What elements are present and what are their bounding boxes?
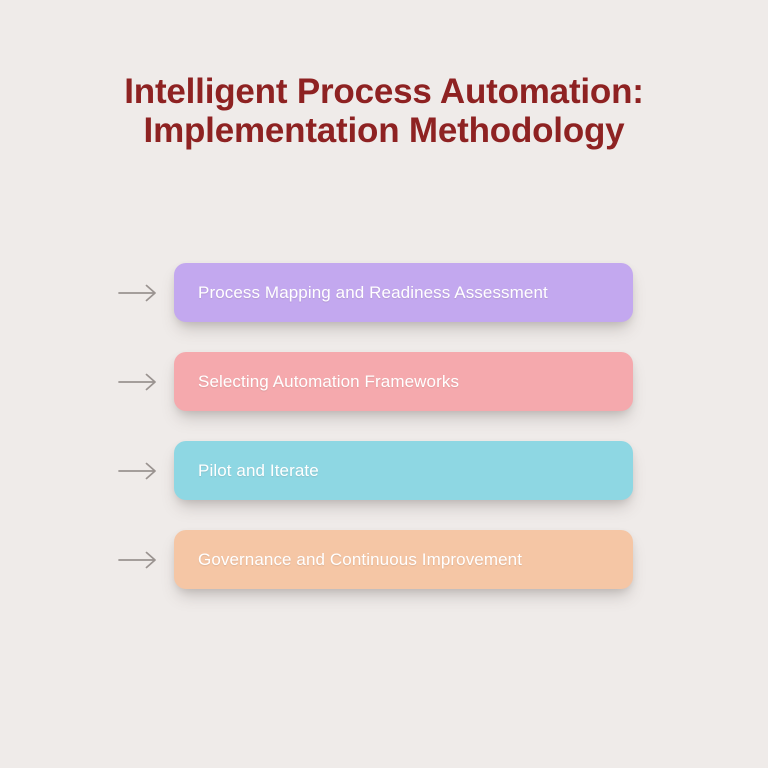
page-title-line-2: Implementation Methodology — [143, 111, 625, 150]
list-item[interactable]: Pilot and Iterate — [0, 441, 768, 500]
step-label-1: Process Mapping and Readiness Assessment — [198, 282, 548, 302]
step-label-3: Pilot and Iterate — [198, 460, 319, 480]
list-item[interactable]: Process Mapping and Readiness Assessment — [0, 263, 768, 322]
step-bar-2[interactable]: Selecting Automation Frameworks — [174, 352, 633, 411]
page-title-line-1: Intelligent Process Automation: — [124, 72, 644, 111]
step-bar-1[interactable]: Process Mapping and Readiness Assessment — [174, 263, 633, 322]
arrow-right-icon — [118, 372, 160, 392]
step-bar-4[interactable]: Governance and Continuous Improvement — [174, 530, 633, 589]
list-item[interactable]: Governance and Continuous Improvement — [0, 530, 768, 589]
step-label-2: Selecting Automation Frameworks — [198, 371, 460, 391]
page-title: Intelligent Process Automation: Implemen… — [0, 72, 768, 150]
arrow-right-icon — [118, 550, 160, 570]
process-step-list: Process Mapping and Readiness Assessment… — [0, 263, 768, 589]
step-bar-3[interactable]: Pilot and Iterate — [174, 441, 633, 500]
arrow-right-icon — [118, 283, 160, 303]
arrow-right-icon — [118, 461, 160, 481]
list-item[interactable]: Selecting Automation Frameworks — [0, 352, 768, 411]
step-label-4: Governance and Continuous Improvement — [198, 549, 523, 569]
